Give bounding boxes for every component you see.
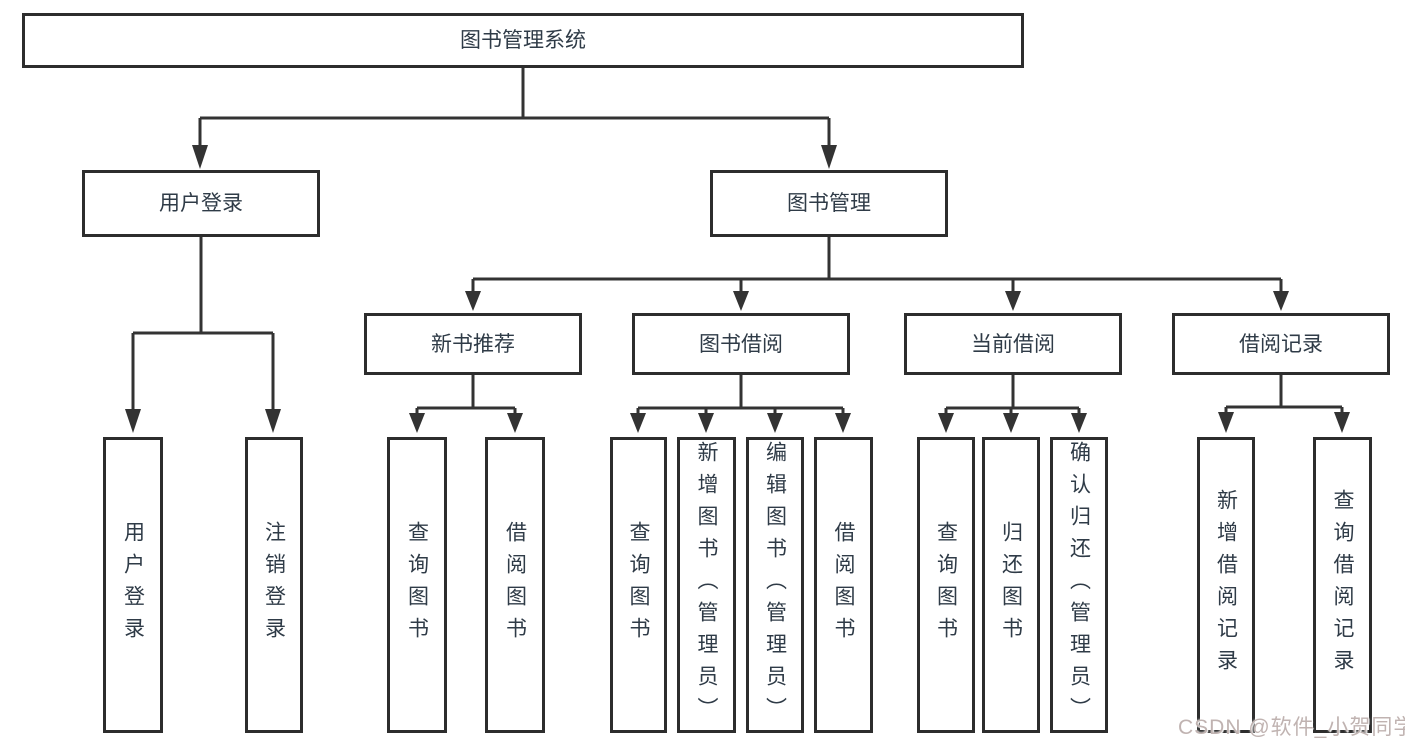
connector-user-login-children [125, 237, 281, 433]
node-current-borrow: 当前借阅 [904, 313, 1122, 375]
leaf-return-book: 归还图书 [982, 437, 1040, 733]
leaf-query-book-under-current: 查询图书 [917, 437, 975, 733]
node-borrow-records: 借阅记录 [1172, 313, 1390, 375]
leaf-borrow-book-under-rec: 借阅图书 [485, 437, 545, 733]
connector-book-borrow-children [630, 375, 851, 433]
node-new-book-rec: 新书推荐 [364, 313, 582, 375]
leaf-edit-book-admin: 编辑图书（管理员） [746, 437, 804, 733]
leaf-query-borrow-record: 查询借阅记录 [1313, 437, 1372, 733]
connector-current-borrow-children [938, 375, 1087, 433]
connector-new-book-rec-children [409, 375, 523, 433]
connector-borrow-records-children [1218, 375, 1350, 433]
leaf-query-book-under-rec: 查询图书 [387, 437, 447, 733]
csdn-watermark: CSDN @软件_小贺同学 [1178, 716, 1405, 739]
leaf-add-book-admin: 新增图书（管理员） [677, 437, 736, 733]
node-root: 图书管理系统 [22, 13, 1024, 68]
node-book-borrow: 图书借阅 [632, 313, 850, 375]
connector-book-mgmt-children [465, 237, 1289, 311]
leaf-query-book-under-borrow: 查询图书 [610, 437, 667, 733]
leaf-confirm-return-admin: 确认归还（管理员） [1050, 437, 1108, 733]
connector-root-to-level2 [192, 68, 837, 169]
leaf-add-borrow-record: 新增借阅记录 [1197, 437, 1255, 733]
node-book-mgmt: 图书管理 [710, 170, 948, 237]
leaf-user-login: 用户登录 [103, 437, 163, 733]
leaf-logout: 注销登录 [245, 437, 303, 733]
node-user-login: 用户登录 [82, 170, 320, 237]
leaf-borrow-book-under-borrow: 借阅图书 [814, 437, 873, 733]
